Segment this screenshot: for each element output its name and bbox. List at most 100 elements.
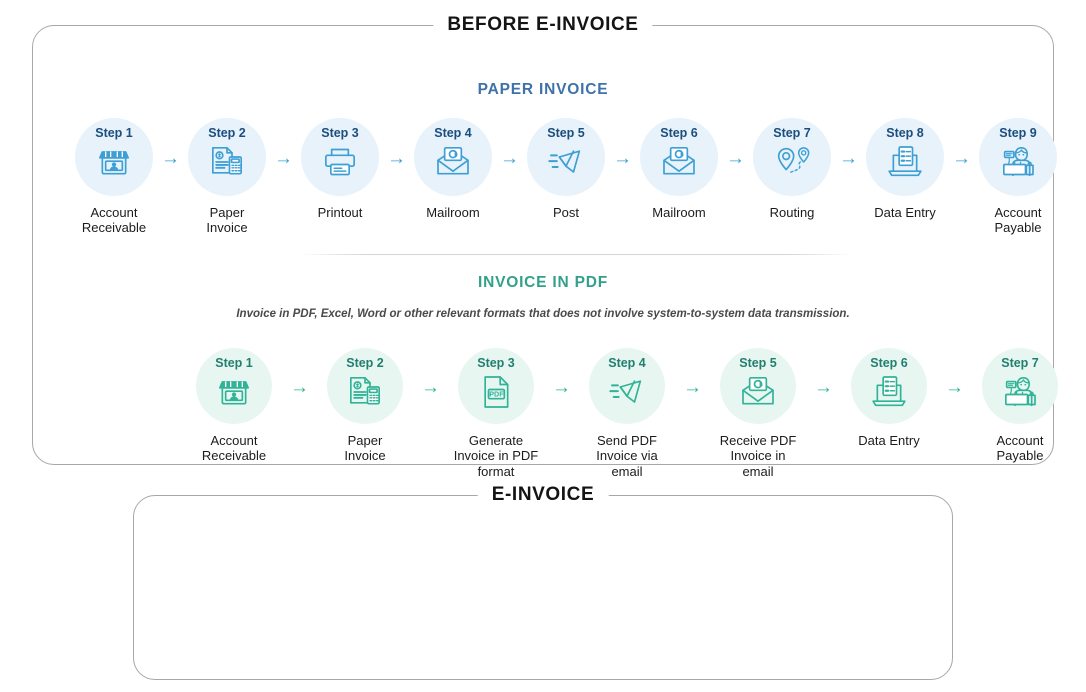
paper-invoice-step-row: Step 1 Account Receivable → Step 2 Paper Inv… (75, 118, 1057, 236)
step-bubble: Step 6 (851, 348, 927, 424)
step-number: Step 4 (434, 126, 472, 140)
flow-arrow-icon: → (500, 148, 519, 169)
before-einvoice-section: BEFORE E-INVOICE PAPER INVOICE Step 1 Acc… (32, 14, 1058, 479)
step-item[interactable]: Step 1 Account Receivable (75, 118, 153, 236)
paper-invoice-heading: PAPER INVOICE (477, 81, 609, 98)
invoice-calculator-icon (345, 372, 385, 412)
step-number: Step 7 (1001, 356, 1039, 370)
step-number: Step 6 (870, 356, 908, 370)
step-bubble: Step 7 (982, 348, 1058, 424)
step-label: Routing (769, 205, 815, 220)
step-label: Post (552, 205, 579, 220)
step-number: Step 2 (346, 356, 384, 370)
map-pin-route-icon (772, 142, 812, 182)
flow-arrow-icon: → (387, 148, 406, 169)
step-label: Mailroom (652, 205, 706, 220)
step-label: Paper Invoice (206, 205, 248, 236)
flow-arrow-icon: → (161, 148, 180, 169)
step-bubble: Step 8 (866, 118, 944, 196)
step-bubble: Step 9 (979, 118, 1057, 196)
step-bubble: Step 3 (301, 118, 379, 196)
step-number: Step 1 (215, 356, 253, 370)
step-label: Mailroom (426, 205, 480, 220)
step-item[interactable]: Step 5 Post (527, 118, 605, 220)
einvoice-title: E-INVOICE (477, 484, 609, 506)
step-number: Step 9 (999, 126, 1037, 140)
step-item[interactable]: Step 2 Paper Invoice (319, 348, 411, 464)
step-bubble: Step 2 (188, 118, 266, 196)
step-item[interactable]: Step 6 Data Entry (843, 348, 935, 448)
flow-arrow-icon: → (683, 377, 702, 398)
step-label: Account Receivable (81, 205, 147, 236)
step-number: Step 3 (321, 126, 359, 140)
step-bubble: Step 5 (720, 348, 796, 424)
step-bubble: Step 2 (327, 348, 403, 424)
storefront-icon (214, 372, 254, 412)
flow-arrow-icon: → (945, 377, 964, 398)
step-bubble: Step 5 (527, 118, 605, 196)
step-item[interactable]: Step 6 Mailroom (640, 118, 718, 220)
before-einvoice-title: BEFORE E-INVOICE (433, 14, 653, 36)
step-item[interactable]: Step 7 Routing (753, 118, 831, 220)
laptop-checklist-icon (885, 142, 925, 182)
step-item[interactable]: Step 4 Mailroom (414, 118, 492, 220)
storefront-icon (94, 142, 134, 182)
step-item[interactable]: Step 3 PDF Generate Invoice in PDF format (450, 348, 542, 479)
flow-arrow-icon: → (290, 377, 309, 398)
step-item[interactable]: Step 9 Account Payable (979, 118, 1057, 236)
invoice-in-pdf-heading: INVOICE IN PDF (477, 274, 609, 291)
step-item[interactable]: Step 8 Data Entry (866, 118, 944, 220)
flow-arrow-icon: → (814, 377, 833, 398)
flow-arrow-icon: → (613, 148, 632, 169)
step-label: Data Entry (858, 433, 920, 448)
step-bubble: Step 1 (75, 118, 153, 196)
step-number: Step 3 (477, 356, 515, 370)
step-label: Paper Invoice (344, 433, 386, 464)
step-item[interactable]: Step 3 Printout (301, 118, 379, 220)
open-envelope-at-icon (738, 372, 778, 412)
step-label: Receive PDF Invoice in email (719, 433, 797, 479)
flow-arrow-icon: → (726, 148, 745, 169)
step-number: Step 7 (773, 126, 811, 140)
step-number: Step 1 (95, 126, 133, 140)
cashier-person-icon (998, 142, 1038, 182)
step-item[interactable]: Step 5 Receive PDF Invoice in email (712, 348, 804, 479)
step-label: Printout (317, 205, 363, 220)
flow-arrow-icon: → (421, 377, 440, 398)
laptop-checklist-icon (869, 372, 909, 412)
step-item[interactable]: Step 4 Send PDF Invoice via email (581, 348, 673, 479)
sending-envelope-icon (607, 372, 647, 412)
flow-arrow-icon: → (274, 148, 293, 169)
step-number: Step 5 (547, 126, 585, 140)
printer-icon (320, 142, 360, 182)
step-item[interactable]: Step 2 Paper Invoice (188, 118, 266, 236)
step-label: Data Entry (874, 205, 936, 220)
step-number: Step 4 (608, 356, 646, 370)
svg-text:PDF: PDF (489, 390, 504, 398)
flow-arrow-icon: → (839, 148, 858, 169)
step-label: Generate Invoice in PDF format (453, 433, 539, 479)
step-label: Send PDF Invoice via email (596, 433, 658, 479)
step-bubble: Step 3 PDF (458, 348, 534, 424)
invoice-in-pdf-note: Invoice in PDF, Excel, Word or other rel… (236, 308, 850, 320)
open-envelope-at-icon (659, 142, 699, 182)
step-number: Step 6 (660, 126, 698, 140)
open-envelope-at-icon (433, 142, 473, 182)
invoice-calculator-icon (207, 142, 247, 182)
cashier-person-icon (1000, 372, 1040, 412)
flow-arrow-icon: → (952, 148, 971, 169)
step-label: Account Payable (994, 205, 1042, 236)
step-number: Step 8 (886, 126, 924, 140)
section-divider (298, 254, 854, 255)
step-bubble: Step 7 (753, 118, 831, 196)
step-number: Step 5 (739, 356, 777, 370)
pdf-file-icon: PDF (476, 372, 516, 412)
step-bubble: Step 6 (640, 118, 718, 196)
step-bubble: Step 4 (414, 118, 492, 196)
step-bubble: Step 4 (589, 348, 665, 424)
